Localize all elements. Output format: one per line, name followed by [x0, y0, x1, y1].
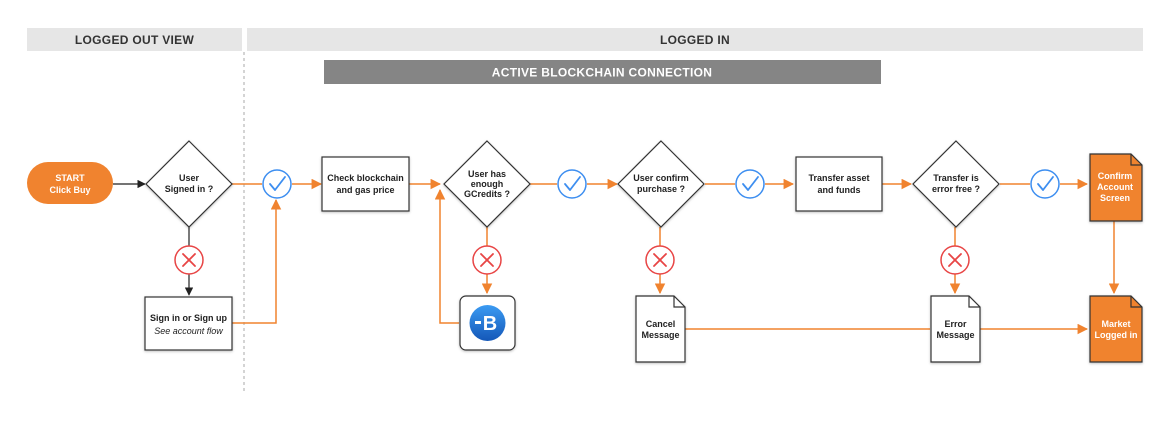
check-circle-icon [735, 169, 765, 199]
cancel-message-line1: Cancel [646, 319, 676, 329]
market-line2: Logged in [1095, 330, 1138, 340]
transfer-line2: and funds [818, 185, 861, 195]
b-icon-letter: B [483, 313, 497, 335]
confirm-screen-line1: Confirm [1098, 171, 1133, 181]
error-message-line1: Error [944, 319, 967, 329]
gcredits-line1: User has [468, 169, 506, 179]
cross-circle-icon [940, 245, 970, 275]
check-circle-icon [1030, 169, 1060, 199]
error-free-decision[interactable]: Transfer is error free ? [912, 140, 1000, 228]
start-title: START [55, 173, 85, 183]
confirm-screen-line3: Screen [1100, 193, 1130, 203]
logged-in-header: LOGGED IN [247, 28, 1143, 51]
cross-circle-icon [472, 245, 502, 275]
gcredits-line3: GCredits ? [464, 189, 510, 199]
sign-up-box[interactable]: Sign in or Sign up See account flow [144, 296, 233, 351]
cross-circle-icon [645, 245, 675, 275]
cancel-message-doc[interactable]: Cancel Message [635, 295, 686, 363]
check-blockchain-box[interactable]: Check blockchain and gas price [321, 156, 410, 212]
check-circle-icon [262, 169, 292, 199]
confirm-account-screen[interactable]: Confirm Account Screen [1089, 153, 1143, 222]
transfer-line1: Transfer asset [808, 173, 869, 183]
cross-circle-icon [174, 245, 204, 275]
sign-up-link[interactable]: See account flow [154, 326, 223, 336]
confirm-purchase-line1: User confirm [633, 173, 689, 183]
error-free-line1: Transfer is [933, 173, 979, 183]
check-blockchain-line1: Check blockchain [327, 173, 404, 183]
signed-in-line1: User [179, 173, 200, 183]
logged-out-header: LOGGED OUT VIEW [27, 28, 242, 51]
confirm-purchase-line2: purchase ? [637, 184, 685, 194]
gcredits-decision[interactable]: User has enough GCredits ? [443, 140, 531, 228]
check-circle-icon [557, 169, 587, 199]
market-logged-in[interactable]: Market Logged in [1089, 295, 1143, 363]
error-message-line2: Message [936, 330, 974, 340]
blockchain-label: ACTIVE BLOCKCHAIN CONNECTION [492, 66, 712, 80]
connector-bicon-return [434, 188, 459, 324]
signed-in-line2: Signed in ? [165, 184, 214, 194]
market-line1: Market [1101, 319, 1130, 329]
start-node[interactable]: START Click Buy [27, 162, 113, 204]
sign-up-title: Sign in or Sign up [150, 313, 227, 323]
confirm-screen-line2: Account [1097, 182, 1133, 192]
connector-signup-return [232, 198, 282, 324]
blockchain-b-icon[interactable]: B [459, 295, 516, 351]
error-message-doc[interactable]: Error Message [930, 295, 981, 363]
error-free-line2: error free ? [932, 184, 980, 194]
logged-out-label: LOGGED OUT VIEW [75, 33, 195, 47]
cancel-message-line2: Message [641, 330, 679, 340]
transfer-box[interactable]: Transfer asset and funds [795, 156, 883, 212]
start-subtitle: Click Buy [49, 185, 90, 195]
logged-in-label: LOGGED IN [660, 33, 730, 47]
check-blockchain-line2: and gas price [336, 185, 394, 195]
blockchain-band: ACTIVE BLOCKCHAIN CONNECTION [324, 60, 881, 84]
gcredits-line2: enough [471, 179, 504, 189]
confirm-purchase-decision[interactable]: User confirm purchase ? [617, 140, 705, 228]
signed-in-decision[interactable]: User Signed in ? [145, 140, 233, 228]
